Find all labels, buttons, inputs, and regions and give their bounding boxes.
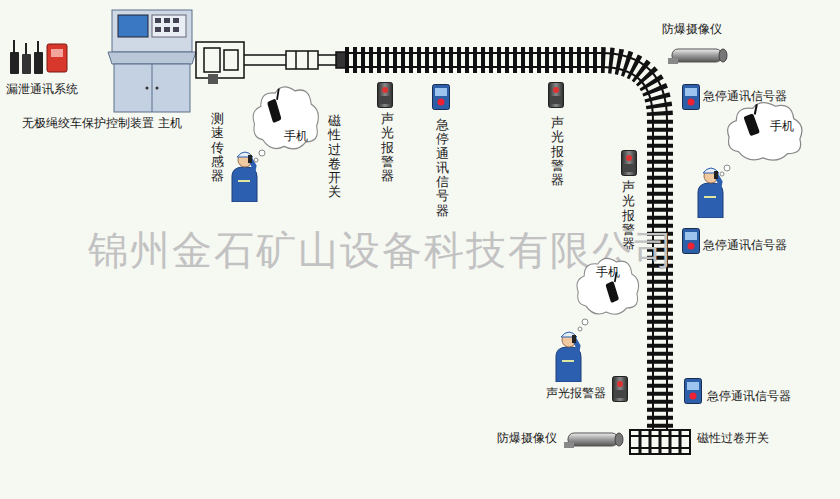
device-label: 急停通讯信号器 bbox=[703, 89, 787, 103]
device-label: 急停通讯信号器 bbox=[436, 118, 449, 218]
radio-set bbox=[10, 40, 67, 74]
end-bumper bbox=[630, 430, 690, 454]
device-label: 急停通讯信号器 bbox=[703, 238, 787, 252]
device-label: 声光报警器 bbox=[546, 386, 606, 400]
cloud-shape bbox=[574, 254, 642, 318]
device-label: 声光报警器 bbox=[381, 112, 394, 183]
signaler-icon bbox=[683, 229, 700, 254]
phone-bubble: 手机 bbox=[250, 82, 322, 153]
signaler-icon bbox=[433, 85, 450, 110]
alarm-icon bbox=[622, 151, 637, 176]
phone-bubble: 手机 bbox=[574, 254, 642, 318]
device-label: 测速传感器 bbox=[211, 112, 224, 183]
camera-icon bbox=[564, 433, 623, 448]
device-label: 无极绳绞车保护控制装置 主机 bbox=[22, 116, 182, 130]
worker-figure bbox=[556, 332, 581, 382]
device-label: 防爆摄像仪 bbox=[497, 431, 557, 445]
device-label: 磁性过卷开关 bbox=[697, 431, 769, 445]
winch-drive bbox=[196, 42, 346, 78]
worker-figure bbox=[232, 152, 257, 202]
control-console bbox=[108, 10, 196, 112]
camera-icon bbox=[668, 49, 727, 64]
signaler-icon bbox=[683, 85, 700, 110]
bubble-text: 手机 bbox=[284, 128, 308, 145]
device-label: 漏泄通讯系统 bbox=[6, 82, 78, 96]
alarm-icon bbox=[549, 83, 564, 108]
alarm-icon bbox=[613, 377, 628, 402]
speed-sensor bbox=[208, 74, 218, 84]
device-label: 防爆摄像仪 bbox=[662, 22, 722, 36]
device-label: 急停通讯信号器 bbox=[707, 389, 791, 403]
bubble-text: 手机 bbox=[770, 118, 794, 135]
signaler-icon bbox=[685, 379, 702, 404]
phone-bubble: 手机 bbox=[724, 98, 806, 164]
bubble-text: 手机 bbox=[596, 264, 620, 281]
alarm-icon bbox=[378, 83, 393, 108]
device-label: 磁性过卷开关 bbox=[328, 114, 341, 200]
worker-figure bbox=[698, 168, 723, 218]
device-label: 声光报警器 bbox=[551, 116, 564, 187]
